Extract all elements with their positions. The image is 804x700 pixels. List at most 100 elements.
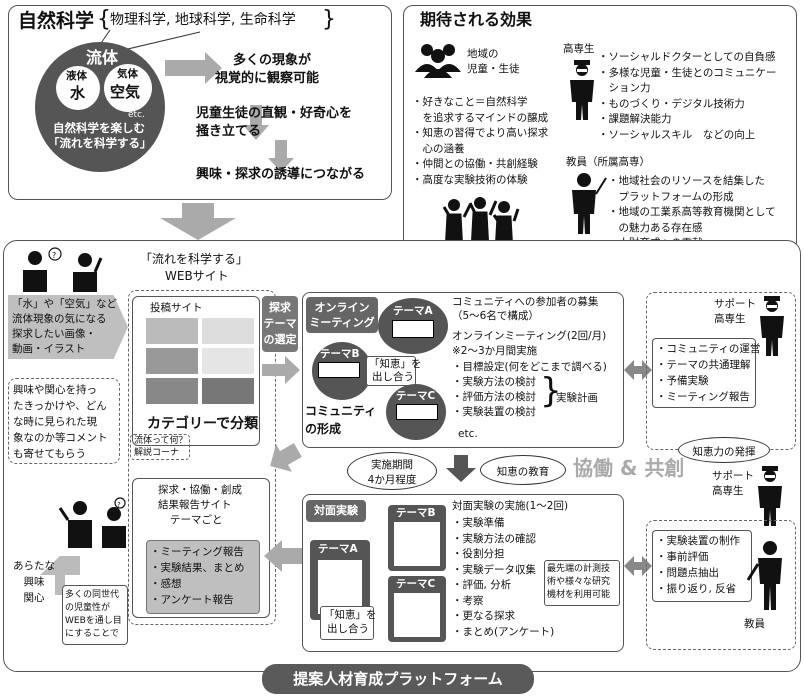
liquid-label: 液体	[66, 70, 87, 82]
face-item: ・考察	[452, 594, 484, 607]
support-item: ・テーマの共通理解	[656, 359, 751, 371]
face-item: ・実験準備	[452, 517, 505, 529]
kosen-label: 高専生	[563, 43, 595, 55]
report-item: ・アンケート報告	[150, 594, 234, 606]
advanced-line: 術や様々な研究	[547, 577, 611, 587]
comment-line: も寄せてもらう	[13, 448, 86, 460]
online-meeting-badge: オンライン ミーティング	[306, 297, 378, 333]
support-item: ・ミーティング報告	[656, 391, 750, 403]
online-etc: etc.	[458, 428, 478, 440]
face-theme-b-scene	[394, 522, 440, 566]
theme-a-screen-icon	[392, 320, 434, 338]
theme-selection-box: 探求 テーマ の選定	[262, 296, 298, 352]
online-period: ※2～3か月間実施	[452, 345, 538, 357]
peer-box	[62, 585, 128, 645]
students-line2: 児童・生徒	[467, 63, 520, 75]
support2-line1: サポート	[712, 470, 754, 482]
theme-sel-line: 探求	[269, 301, 291, 314]
student-effects-list: ・好きなこと＝自然科学 を追求するマインドの醸成 ・知恵の習得でより高い探求 心…	[412, 95, 548, 188]
face-theme-b-label: テーマB	[396, 507, 436, 519]
peer-line: 多くの同世代	[65, 590, 120, 600]
teacher-item: ・振り返り, 反省	[656, 583, 737, 595]
wisdom-face-line1: 「知恵」を	[324, 609, 377, 621]
gas-label: 気体	[117, 68, 138, 80]
wisdom-power-label: 知恵力の発揮	[692, 446, 756, 458]
teacher-effect-item: ・地域社会のリソースを結集した	[608, 175, 765, 187]
advanced-line: 最先端の計測技	[547, 564, 611, 574]
online-items-list: ・目標設定(何をどこまで調べる) ・実験方法の検討 ・評価方法の検討 ・実験装置…	[452, 360, 607, 420]
natural-science-title: 自然科学	[18, 10, 95, 32]
kosen-effect-item: ・ソーシャルスキル などの向上	[598, 128, 756, 141]
intro-line: 「水」や「空気」など	[12, 298, 117, 310]
report-item: ・実験結果、まとめ	[150, 562, 245, 574]
tornado-image	[146, 378, 198, 404]
svg-text:?: ?	[52, 251, 56, 260]
theme-b-label: テーマB	[320, 348, 360, 360]
wisdom-power-oval: 知恵力の発揮	[678, 437, 770, 463]
students-group-icon	[415, 44, 461, 78]
peer-line: にすることで	[65, 629, 119, 639]
wisdom-face-line2: 出し合う	[327, 623, 369, 635]
teacher-pointing-icon	[746, 541, 782, 610]
web-line1: 「流れを科学する」	[140, 252, 249, 266]
support-items-box	[652, 338, 756, 408]
theme-sel-line: の選定	[263, 333, 297, 346]
community-line1: コミュニティ	[305, 404, 377, 418]
theme-sel-line: テーマ	[263, 317, 297, 330]
report-items-box	[146, 540, 260, 614]
face-theme-c-scene	[394, 593, 440, 637]
thinking-people-icon: ?	[23, 247, 103, 292]
support-items-list: ・コミュニティの運営 ・テーマの共通理解 ・予備実験 ・ミーティング報告	[656, 341, 760, 405]
new-interest-line: あらたな	[13, 560, 55, 572]
support-item: ・コミュニティの運営	[656, 343, 761, 355]
close-brace: }	[322, 7, 336, 32]
comment-text: 興味や関心を持っ たきっかけや、どん な時に見られた現 象なのか等コメント も寄…	[13, 382, 108, 462]
online-line1: オンライン	[314, 301, 370, 314]
excited-people-icon: ?	[58, 497, 126, 548]
report-line2: 結果報告サイト	[158, 499, 232, 511]
kosen-student-icon	[570, 60, 594, 120]
teacher-frame	[646, 520, 796, 650]
student-effect-item: 心の涵養	[412, 142, 465, 155]
online-item: ・実験方法の検討	[452, 376, 536, 388]
student-effect-item: を追求するマインドの醸成	[412, 111, 549, 124]
intro-line: 流体現象の気になる	[12, 313, 107, 325]
wisdom-box-face	[320, 606, 374, 640]
teacher-item: ・事前評価	[656, 551, 709, 563]
effects-panel	[403, 5, 797, 263]
teacher-item: ・実験装置の制作	[656, 535, 740, 547]
period-oval: 実施期間 4か月程度	[347, 452, 437, 490]
etc-label: etc.	[128, 110, 145, 120]
category-label: カテゴリーで分類	[147, 416, 259, 432]
wisdom-edu-label: 知恵の教育	[496, 466, 550, 478]
vortex-image	[146, 318, 198, 344]
wisdom-box-online	[366, 356, 416, 386]
face-theme-c-label: テーマC	[396, 578, 436, 590]
advanced-text: 最先端の計測技 術や様々な研究 機材を利用可能	[547, 563, 610, 602]
report-line3: テーマごと	[170, 514, 223, 526]
wisdom-online-line2: 出し合う	[372, 371, 414, 383]
theme-c-label: テーマC	[396, 390, 436, 402]
report-item: ・感想	[150, 578, 182, 590]
fluid-label: 流体	[86, 48, 119, 67]
comment-line: たきっかけや、どん	[13, 400, 107, 412]
student-effect-item: ・知恵の習得でより高い探求	[412, 127, 549, 139]
recruit-line1: コミュニティへの参加者の募集	[452, 296, 599, 308]
support-line1: サポート	[714, 298, 756, 310]
teacher-bottom-label: 教員	[744, 618, 765, 630]
curiosity-line1: 児童生徒の直観・好奇心を	[196, 106, 353, 121]
face-item: ・実験データ収集	[452, 563, 536, 576]
web-line2: WEBサイト	[165, 269, 229, 283]
face-item: ・更なる探求	[452, 610, 515, 622]
intro-line: 探求したい画像・	[12, 328, 96, 340]
explain-line2: 解説コーナ	[134, 448, 180, 458]
report-line1: 探求・協働・創成	[158, 484, 242, 496]
support-item: ・予備実験	[656, 375, 709, 387]
comment-line: 象なのか等コメント	[13, 432, 108, 444]
lead-text: 興味・探求の誘導につながる	[196, 167, 366, 182]
